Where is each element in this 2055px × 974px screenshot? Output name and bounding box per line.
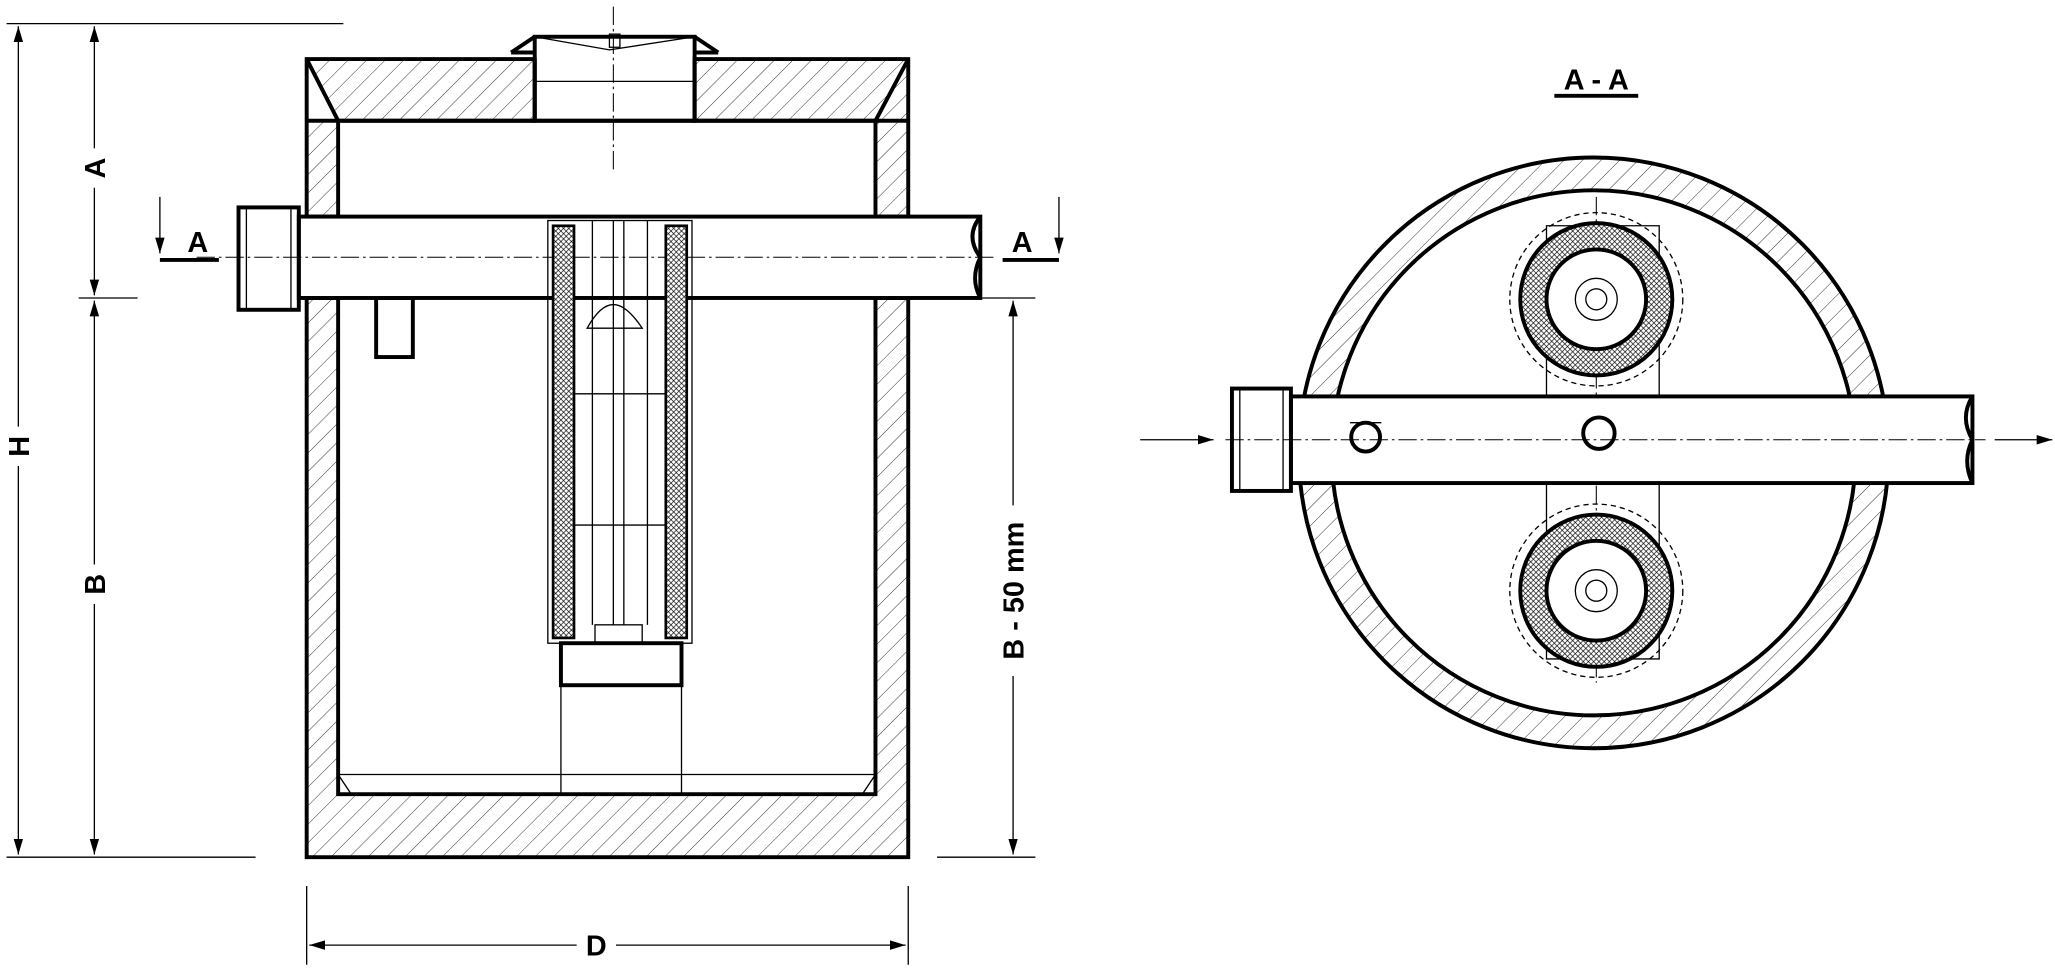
dim-label-b-minus-50: B - 50 mm <box>999 522 1031 660</box>
manhole-cover <box>510 33 720 123</box>
section-marker-left: A <box>155 196 219 262</box>
dim-label-b: B <box>80 574 112 595</box>
baffle <box>374 296 415 360</box>
inlet-socket <box>236 205 301 312</box>
svg-text:A: A <box>1012 227 1033 259</box>
section-view: A - A <box>1140 64 2053 751</box>
section-pipe <box>1225 386 1986 493</box>
dim-label-h: H <box>4 436 36 457</box>
filter-top <box>1509 211 1684 387</box>
filter-bottom <box>1509 503 1684 678</box>
dim-label-a: A <box>80 157 112 178</box>
svg-text:A: A <box>187 227 208 259</box>
section-marker-right: A <box>1002 196 1064 262</box>
through-pipe <box>196 205 997 312</box>
section-title: A - A <box>1564 64 1629 96</box>
dim-label-d: D <box>586 931 607 963</box>
tank-wall <box>304 57 911 860</box>
coalescing-filter <box>547 219 693 795</box>
elevation-view: H A B B - 50 mm D A A <box>4 6 1064 965</box>
dimensions <box>6 22 1036 965</box>
